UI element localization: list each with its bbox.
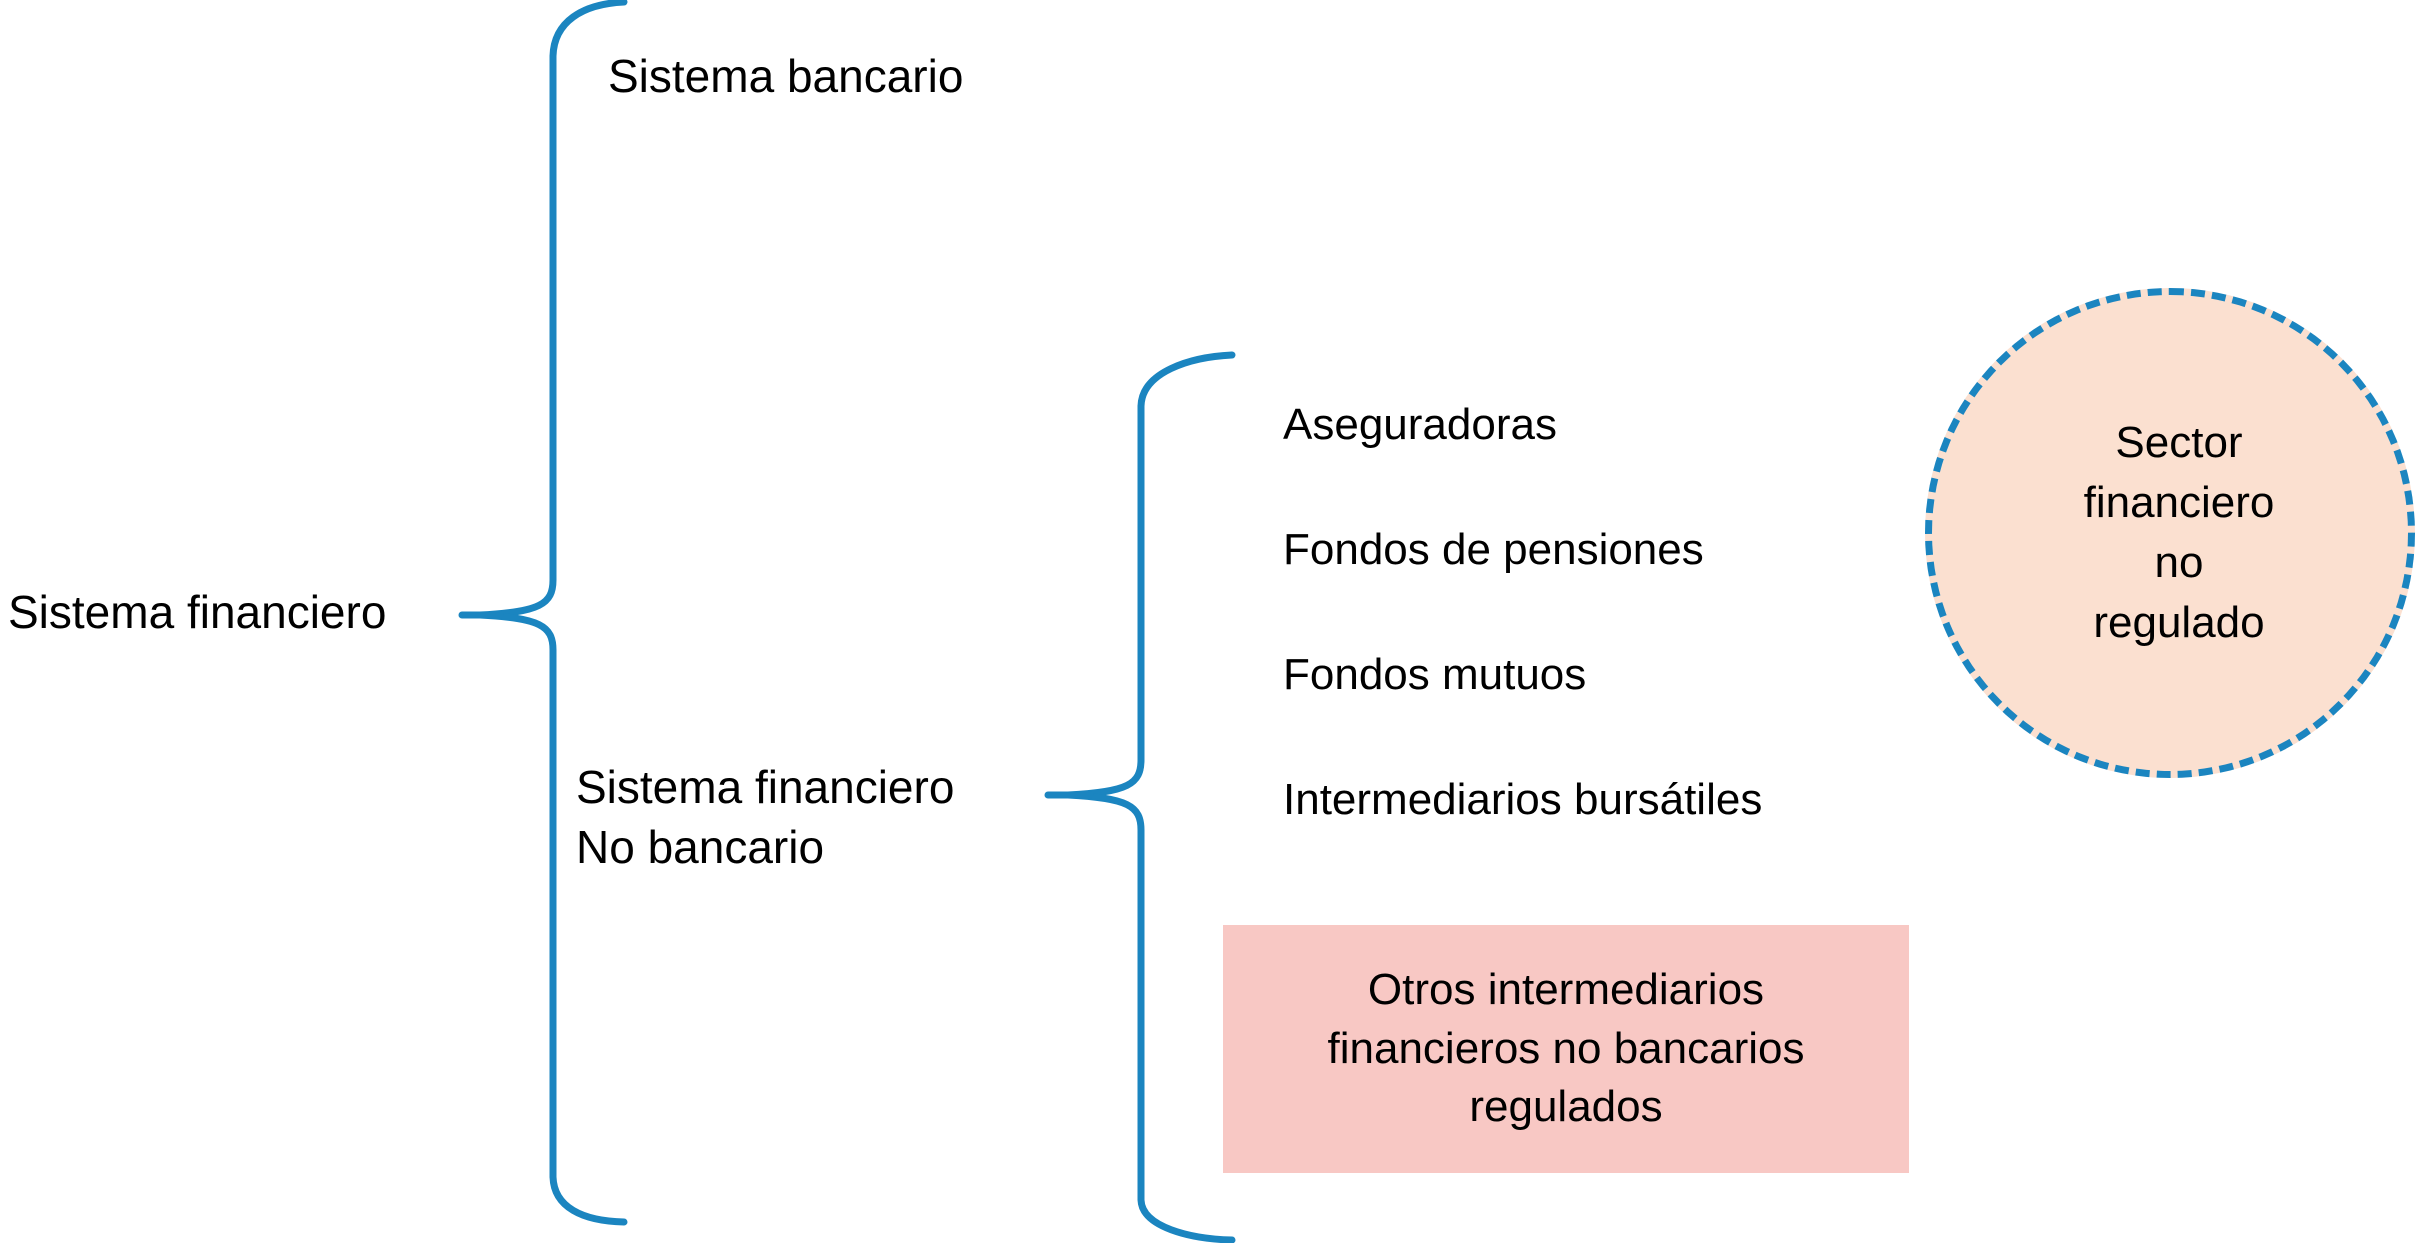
brace-root: [476, 0, 628, 1226]
regulated-intermediaries-box: Otros intermediarios financieros no banc…: [1223, 925, 1909, 1173]
unregulated-sector-circle: Sector financiero no regulado: [1925, 288, 2415, 778]
leaf-fondos-de-pensiones: Fondos de pensiones: [1283, 525, 1704, 574]
leaf-fondos-mutuos: Fondos mutuos: [1283, 650, 1587, 699]
unregulated-sector-label: Sector financiero no regulado: [2083, 418, 2275, 647]
brace-no-bancario: [1064, 351, 1236, 1243]
regulated-intermediaries-label: Otros intermediarios financieros no banc…: [1327, 965, 1805, 1132]
leaf-aseguradoras: Aseguradoras: [1283, 400, 1557, 449]
node-sistema-financiero-no-bancario: Sistema financiero No bancario: [576, 761, 955, 873]
leaf-intermediarios-bursatiles: Intermediarios bursátiles: [1283, 775, 1763, 824]
root-label: Sistema financiero: [8, 586, 387, 638]
node-sistema-bancario: Sistema bancario: [608, 50, 964, 102]
